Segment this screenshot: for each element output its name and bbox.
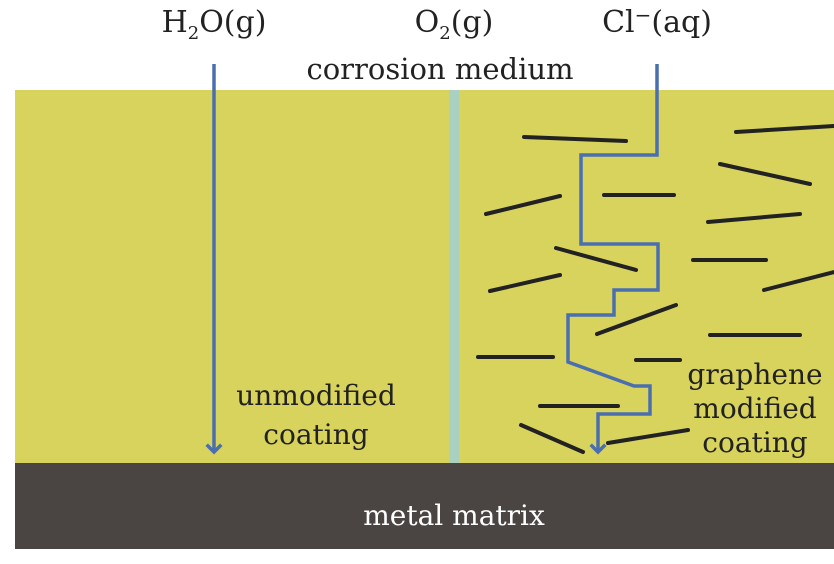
graphene-flake xyxy=(762,270,834,292)
cl-label: Cl−(aq) xyxy=(602,3,712,40)
metal-matrix-layer xyxy=(15,463,834,549)
unmodified-coating-label-line2: coating xyxy=(263,418,368,451)
graphene-coating-label-line3: coating xyxy=(702,426,807,459)
graphene-flakes xyxy=(476,124,834,454)
graphene-flake xyxy=(484,194,562,216)
coating-layer xyxy=(15,90,834,463)
graphene-flake xyxy=(522,135,628,143)
o2-label: O2(g) xyxy=(415,5,494,44)
graphene-coating-label-line1: graphene xyxy=(687,358,822,391)
graphene-flake xyxy=(734,124,834,134)
graphene-coating-label-line2: modified xyxy=(693,392,817,425)
h2o-label: H2O(g) xyxy=(162,5,267,44)
graphene-flake xyxy=(595,303,678,336)
corrosion-medium-label: corrosion medium xyxy=(306,52,573,86)
cl-tortuous-path xyxy=(566,64,660,455)
graphene-flake xyxy=(488,273,562,293)
graphene-flake xyxy=(519,423,585,454)
unmodified-coating-label-line1: unmodified xyxy=(236,379,396,412)
graphene-flake xyxy=(706,212,802,224)
graphene-flake xyxy=(606,428,690,445)
graphene-flake xyxy=(718,162,812,186)
graphene-flake xyxy=(554,246,638,272)
coating-divider xyxy=(449,90,459,463)
metal-matrix-label: metal matrix xyxy=(363,499,545,532)
